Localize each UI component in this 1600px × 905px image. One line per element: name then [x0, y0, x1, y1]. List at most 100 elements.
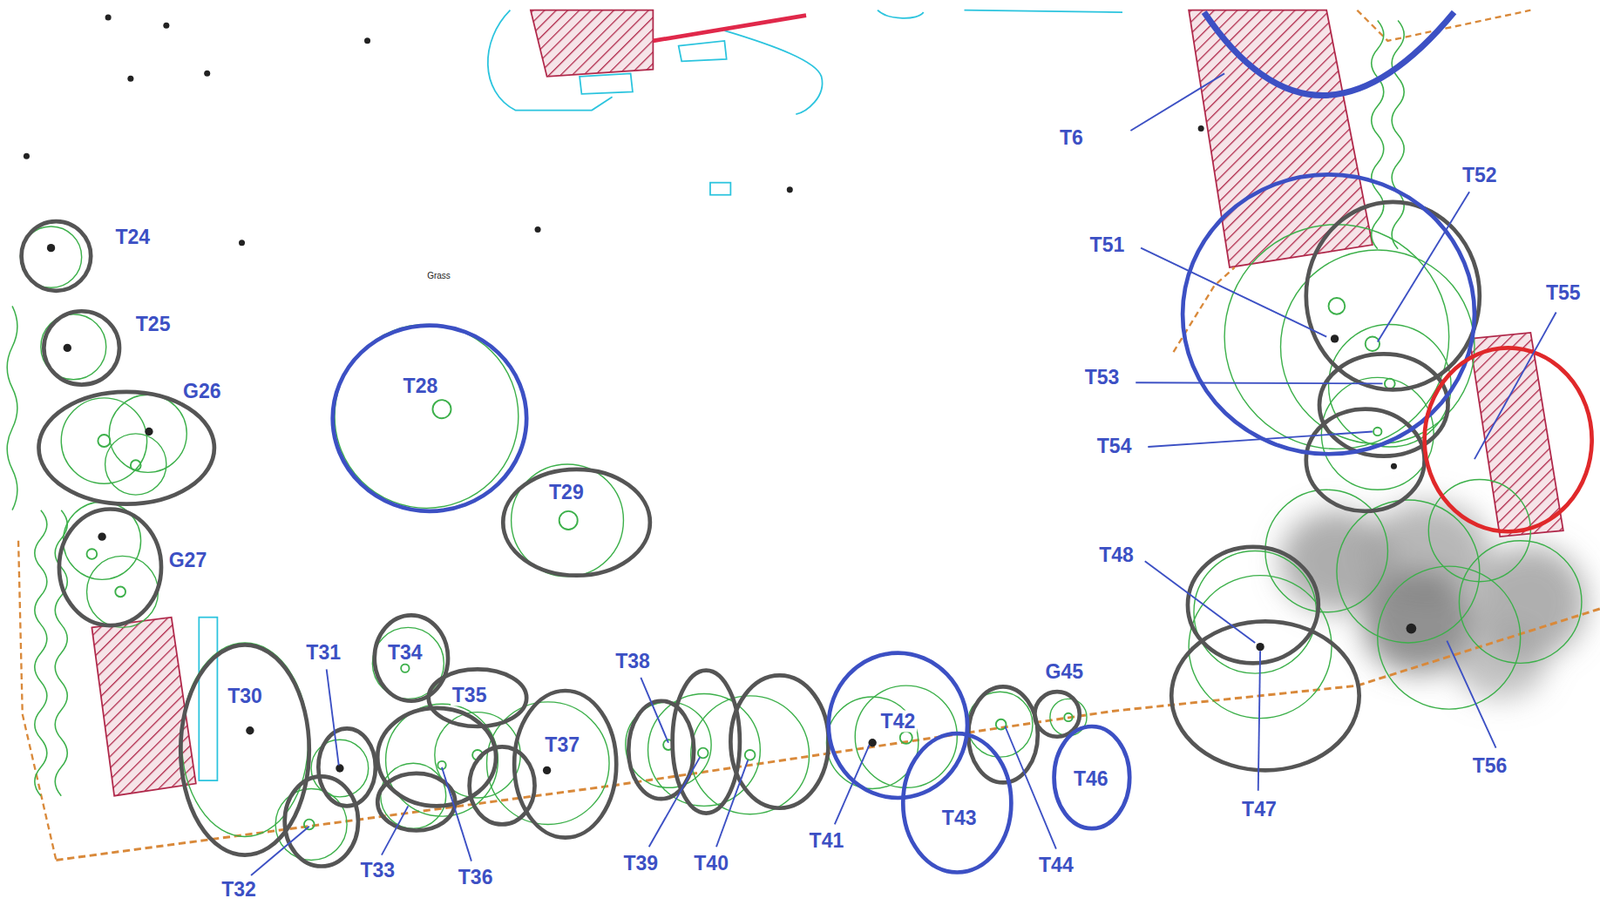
canopy — [1377, 566, 1521, 710]
stem — [1373, 427, 1382, 436]
survey-point — [1330, 334, 1339, 343]
rpa-outline — [1204, 12, 1455, 95]
rpa-outline — [1306, 409, 1425, 512]
tree-label: T37 — [542, 734, 582, 757]
survey-point — [535, 226, 542, 233]
rpa-outline — [374, 615, 448, 701]
leader-line — [1135, 382, 1383, 384]
leader-line — [381, 806, 408, 855]
boundary-line — [55, 608, 1600, 861]
leader-line — [640, 677, 669, 744]
rpa-outline — [1034, 691, 1080, 738]
survey-point — [63, 344, 72, 353]
stem — [130, 460, 142, 471]
rpa-outline — [1182, 174, 1475, 455]
tree-label: T54 — [1095, 434, 1134, 457]
tree-label: T46 — [1071, 767, 1111, 790]
tree-label: T47 — [1240, 798, 1279, 821]
tree-label: T41 — [807, 830, 847, 853]
leader-line — [250, 827, 310, 876]
leader-line — [1140, 248, 1327, 338]
rpa-outline — [38, 392, 214, 505]
canopy — [1265, 489, 1389, 613]
rpa-outline — [902, 733, 1011, 873]
stem — [698, 748, 709, 760]
tree-label: T24 — [113, 225, 152, 248]
rpa-outline — [21, 221, 92, 292]
stem — [304, 820, 315, 831]
hedge — [1371, 20, 1384, 249]
survey-point — [23, 153, 30, 160]
stem — [559, 511, 578, 530]
tree-label: T34 — [386, 641, 425, 664]
rpa-outline-red — [1424, 347, 1593, 532]
rpa-outline — [284, 776, 359, 867]
rpa-outline — [59, 509, 162, 627]
stem — [1064, 713, 1072, 722]
canopy — [105, 433, 167, 495]
survey-point — [1390, 463, 1397, 470]
leader-line — [834, 745, 870, 825]
leader-line — [1446, 641, 1496, 749]
tree-label: T36 — [456, 867, 495, 889]
survey-point — [105, 13, 112, 21]
constraint-outlines — [21, 202, 1480, 868]
boundary-line — [18, 541, 56, 862]
survey-point — [144, 427, 153, 436]
blue-outlines — [332, 12, 1475, 873]
tree-label: T6 — [1057, 127, 1085, 150]
stem — [1328, 298, 1346, 315]
leader-line — [649, 757, 701, 848]
tree-label: T33 — [358, 860, 397, 882]
tree-label: T56 — [1471, 754, 1510, 777]
canopy-outlines — [20, 224, 1582, 862]
survey-point — [1406, 623, 1417, 635]
stem — [432, 400, 451, 419]
tree-label: T29 — [547, 481, 586, 503]
canopy — [1328, 324, 1452, 448]
tree-label: G26 — [181, 379, 223, 402]
survey-point — [1255, 643, 1264, 651]
canopy — [87, 555, 159, 628]
survey-point — [238, 239, 245, 246]
stem — [1384, 379, 1396, 390]
rpa-outline — [318, 728, 376, 807]
tree-label: T30 — [225, 684, 265, 707]
slab — [198, 617, 217, 781]
leader-lines — [250, 73, 1557, 876]
path-edge — [877, 10, 924, 19]
tree-label: T40 — [691, 852, 731, 875]
canopy — [1193, 551, 1317, 675]
rpa-outline — [1054, 726, 1131, 829]
rpa-outline — [1171, 621, 1359, 771]
tree-label: T25 — [134, 313, 173, 336]
tree-label: T31 — [304, 641, 343, 664]
survey-point — [203, 70, 211, 77]
survey-point — [335, 764, 344, 773]
leader-line — [326, 669, 339, 766]
tree-label: T43 — [940, 807, 979, 830]
leader-line — [441, 767, 472, 862]
rpa-outline — [180, 644, 310, 855]
stem — [900, 732, 913, 745]
survey-point — [786, 186, 794, 193]
stem — [745, 750, 756, 761]
leader-line — [1004, 726, 1057, 850]
hedge — [1391, 20, 1404, 249]
survey-point — [245, 726, 254, 735]
leader-line — [1130, 73, 1225, 131]
tree-label: T35 — [450, 684, 489, 706]
survey-point — [162, 22, 170, 29]
tree-label: T38 — [613, 650, 652, 673]
stem — [1365, 337, 1380, 352]
rpa-outline — [332, 325, 527, 512]
tree-label: T51 — [1088, 234, 1127, 257]
rpa-outline — [730, 675, 828, 808]
path-edge — [964, 10, 1123, 13]
building — [530, 10, 654, 77]
survey-point — [97, 532, 106, 541]
tree-label: T28 — [401, 374, 441, 397]
